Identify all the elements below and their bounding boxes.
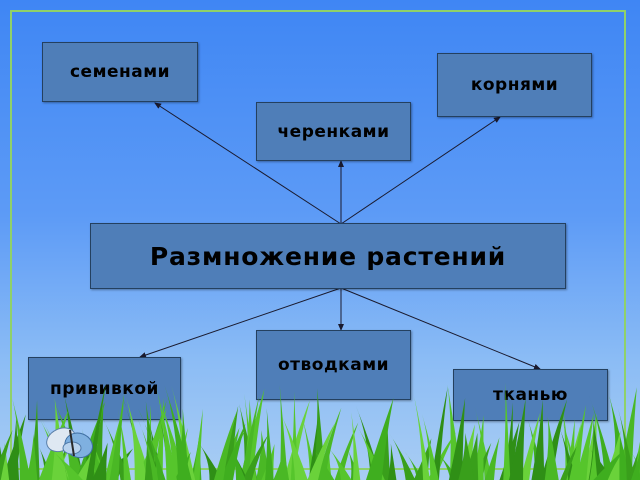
grass-blade	[273, 446, 290, 480]
grass-blade	[0, 429, 13, 480]
grass-blade	[351, 412, 361, 480]
grass-blade	[448, 397, 466, 480]
grass-blade	[617, 387, 637, 480]
node-grafting: прививкой	[28, 357, 181, 420]
grass-blade	[458, 432, 475, 480]
node-roots-label: корнями	[470, 75, 559, 95]
grass-blade	[137, 418, 160, 480]
node-roots: корнями	[437, 53, 592, 117]
grass-blade	[589, 440, 598, 480]
grass-blade	[462, 432, 479, 480]
node-seeds: семенами	[42, 42, 198, 102]
node-cuttings-label: черенками	[277, 121, 390, 142]
grass-blade	[589, 395, 615, 480]
grass-blade	[8, 417, 20, 480]
grass-blade	[26, 434, 38, 480]
node-layering: отводками	[256, 330, 411, 400]
grass-blade	[412, 387, 431, 480]
grass-blade	[154, 397, 165, 480]
grass-blade	[307, 423, 335, 480]
node-cuttings: черенками	[256, 102, 411, 161]
grass-blade	[317, 407, 342, 480]
grass-blade	[92, 442, 108, 480]
node-grafting-label: прививкой	[50, 378, 159, 399]
grass-blade	[421, 413, 439, 480]
node-seeds-label: семенами	[69, 62, 171, 82]
grass-blade	[193, 408, 203, 480]
grass-blade	[86, 383, 106, 480]
grass-blade	[569, 404, 586, 480]
arrow-to-grafting	[139, 287, 342, 358]
grass-blade	[544, 416, 559, 480]
grass-blade	[560, 440, 581, 480]
grass-blade	[329, 448, 352, 480]
grass-blade	[531, 399, 545, 480]
grass-blade	[279, 385, 288, 480]
grass-blade	[520, 412, 541, 480]
grass-blade	[52, 450, 83, 480]
grass-blade	[12, 398, 31, 480]
grass-blade	[213, 411, 237, 480]
grass-blade	[387, 443, 397, 480]
center-title: Размножение растений	[149, 241, 507, 271]
grass-blade	[484, 437, 500, 480]
grass-blade	[281, 414, 308, 480]
grass-blade	[509, 398, 526, 480]
grass-blade	[365, 398, 394, 480]
node-layering-label: отводками	[277, 355, 389, 375]
grass-blade	[503, 382, 511, 480]
grass-blade	[631, 454, 640, 480]
grass-blade	[593, 449, 625, 480]
grass-blade	[126, 397, 148, 480]
grass-blade	[138, 408, 166, 480]
grass-blade	[155, 384, 177, 480]
grass-blade	[618, 408, 636, 480]
grass-blade	[389, 433, 416, 480]
node-center: Размножение растений	[90, 223, 566, 289]
node-tissue-label: тканью	[493, 385, 568, 405]
arrow-to-seeds	[154, 102, 342, 225]
grass-blade	[240, 396, 260, 480]
grass-blade	[220, 423, 246, 480]
arrow-to-roots	[340, 116, 501, 225]
arrow-to-tissue	[340, 287, 541, 370]
grass-blade	[283, 400, 310, 480]
grass-blade	[431, 386, 448, 480]
grass-blade	[472, 415, 484, 480]
grass-blade	[604, 430, 621, 480]
grass-blade	[109, 393, 125, 480]
node-tissue: тканью	[453, 369, 608, 421]
grass-blade	[177, 408, 190, 480]
grass-blade	[575, 413, 594, 480]
grass-blade	[242, 434, 269, 480]
grass-blade	[265, 408, 274, 480]
